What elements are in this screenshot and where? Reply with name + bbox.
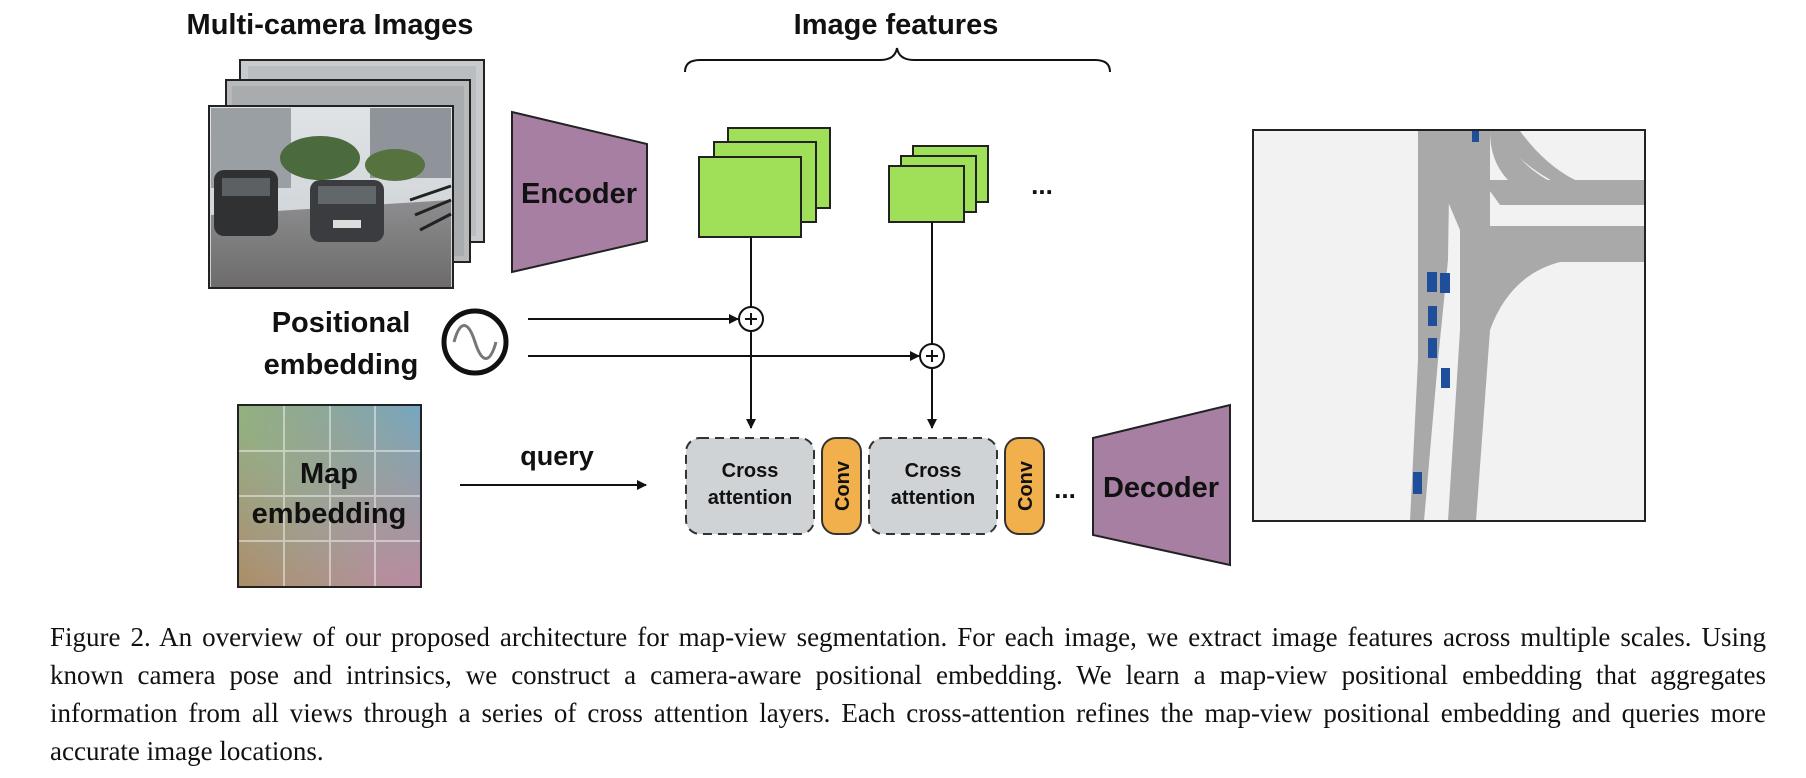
- multi-camera-images-title: Multi-camera Images: [187, 9, 474, 41]
- encoder-block: [511, 110, 648, 274]
- cross-attention-1-label-line2: attention: [708, 487, 792, 509]
- map-view-segmentation-output: [1252, 129, 1646, 522]
- query-label: query: [520, 441, 594, 471]
- conv-1-label: Conv: [832, 460, 854, 511]
- cross-attention-ellipsis: ...: [1054, 474, 1076, 504]
- image-features-title: Image features: [794, 9, 999, 41]
- vehicle-marker: [1428, 306, 1437, 326]
- vehicle-marker: [1472, 130, 1479, 142]
- cross-attention-block-1: [685, 437, 815, 535]
- map-embedding-label-line2: embedding: [252, 498, 407, 530]
- plus-in-circle-icon: [919, 343, 945, 369]
- positional-embedding-label-line1: Positional: [272, 307, 411, 339]
- architecture-diagram: Multi-camera Images Image features: [187, 9, 1646, 588]
- cross-attention-block-2: [868, 437, 998, 535]
- feature-map-stack-small: [888, 145, 989, 223]
- vehicle-marker: [1413, 472, 1422, 494]
- plus-in-circle-icon: [738, 306, 764, 332]
- vehicle-marker: [1440, 273, 1450, 293]
- features-ellipsis: ...: [1031, 170, 1053, 200]
- encoder-label: Encoder: [521, 178, 637, 210]
- cross-attention-1-label-line1: Cross: [722, 460, 779, 482]
- decoder-label: Decoder: [1103, 472, 1219, 504]
- conv-block-2: [1004, 437, 1045, 535]
- conv-block-1: [821, 437, 862, 535]
- positional-embedding-label-line2: embedding: [264, 349, 419, 381]
- image-features-brace: [684, 47, 1111, 73]
- camera-image-front: [208, 105, 454, 289]
- feature-map-stack-large: [698, 127, 831, 238]
- cross-attention-2-label-line1: Cross: [905, 460, 962, 482]
- decoder-block: [1092, 403, 1231, 567]
- conv-2-label: Conv: [1015, 460, 1037, 511]
- cross-attention-2-label-line2: attention: [891, 487, 975, 509]
- vehicle-marker: [1441, 368, 1450, 388]
- sine-wave-in-circle-icon: [441, 308, 509, 376]
- figure-caption: Figure 2. An overview of our proposed ar…: [50, 622, 1766, 766]
- vehicle-marker: [1428, 338, 1437, 358]
- vehicle-marker: [1427, 272, 1437, 292]
- map-embedding-grid: [237, 404, 422, 588]
- map-embedding-label-line1: Map: [300, 458, 358, 490]
- camera-image-stack: [208, 59, 485, 289]
